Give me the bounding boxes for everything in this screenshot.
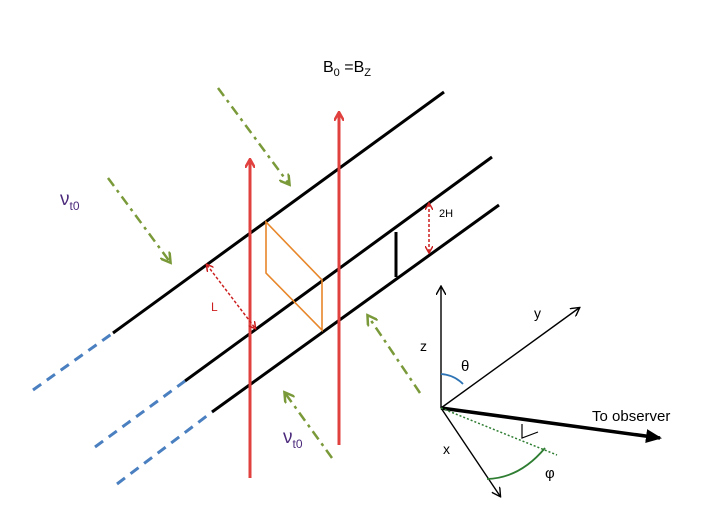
field-equals-text: =B	[340, 59, 364, 76]
nu-label-left: νt0	[60, 189, 80, 213]
flux-arrow-upper	[216, 87, 289, 184]
observer-direction-arrow	[440, 406, 662, 444]
phi-label: φ	[545, 465, 555, 482]
slab-bottom-dashed-extension	[116, 410, 213, 486]
theta-label: θ	[461, 358, 469, 375]
L-dimension-arrow	[207, 265, 255, 328]
x-axis	[440, 407, 500, 496]
field-base-subscript: 0	[334, 67, 340, 79]
slab-top-line	[112, 90, 445, 335]
nu-label-lower: νt0	[283, 427, 303, 451]
theta-arc	[440, 373, 464, 385]
nu-symbol-left: ν	[60, 189, 70, 210]
2H-label: 2H	[439, 208, 453, 220]
y-axis-label: y	[534, 305, 541, 321]
x-axis-label: x	[443, 441, 450, 457]
observer-label: To observer	[592, 408, 670, 425]
right-angle-marker	[521, 424, 539, 439]
slab-middle-dashed-extension	[94, 379, 186, 449]
flux-arrow-left	[106, 177, 170, 262]
slab-top-dashed-extension	[32, 331, 114, 392]
field-label: B0 =BZ	[323, 59, 371, 79]
field-z-subscript: Z	[364, 67, 371, 79]
y-axis	[440, 308, 579, 409]
flux-arrow-right	[368, 316, 422, 394]
volume-element-parallelogram	[265, 220, 323, 332]
nu-symbol-lower: ν	[283, 427, 293, 448]
observer-projection-dotted	[440, 407, 558, 456]
field-base-text: B	[323, 59, 334, 76]
L-label: L	[211, 300, 218, 314]
z-axis-label: z	[420, 338, 427, 354]
flux-arrow-lower	[285, 393, 334, 459]
slab-bottom-line	[211, 203, 500, 414]
nu-subscript-left: t0	[70, 199, 80, 213]
nu-subscript-lower: t0	[293, 437, 303, 451]
phi-arc	[486, 447, 546, 480]
